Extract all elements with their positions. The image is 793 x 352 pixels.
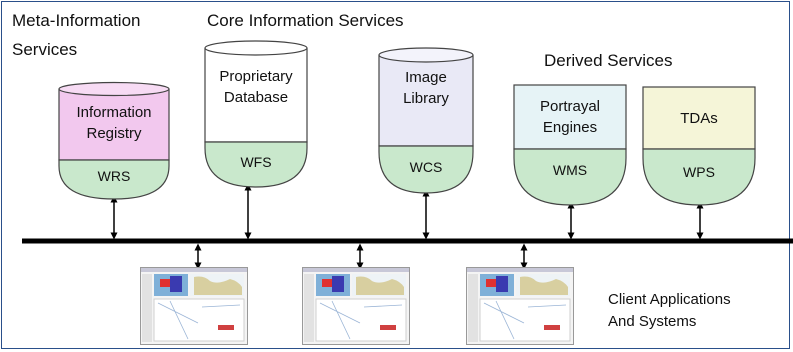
client-label-line2: And Systems — [608, 313, 697, 330]
wps-top-label: TDAs — [642, 108, 756, 129]
service-wps: TDAs WPS — [642, 86, 756, 206]
wcs-protocol-label: WCS — [409, 159, 443, 175]
client-label-line1: Client Applications — [608, 291, 731, 308]
wrs-top-label: Information Registry — [58, 102, 170, 144]
wfs-top-label: Proprietary Database — [204, 66, 308, 108]
wcs-label-line2: Library — [403, 90, 449, 107]
wrs-cylinder-cap — [58, 81, 170, 97]
service-wfs: Proprietary Database WFS — [204, 40, 308, 188]
wps-protocol-label: WPS — [683, 164, 715, 180]
wfs-cylinder-cap — [204, 40, 308, 56]
wms-top-label: Portrayal Engines — [513, 96, 627, 138]
wrs-protocol-label: WRS — [97, 168, 131, 184]
wps-bowl — [642, 148, 756, 206]
wfs-protocol-label: WFS — [240, 154, 272, 170]
meta-label-line1: Meta-Information — [12, 11, 141, 30]
wcs-cylinder-cap — [378, 47, 474, 63]
meta-label-line2: Services — [12, 40, 78, 59]
wps-top-body — [642, 86, 756, 150]
service-wrs: Information Registry WRS — [58, 81, 170, 200]
meta-information-label: Meta-Information Services — [12, 11, 141, 60]
client-app-thumbnail-1 — [140, 267, 248, 345]
client-applications-label: Client Applications And Systems — [608, 289, 731, 333]
wms-protocol-label: WMS — [552, 162, 588, 178]
client-app-thumbnail-3 — [466, 267, 574, 345]
service-wms: Portrayal Engines WMS — [513, 84, 627, 206]
client-app-thumbnail-2 — [302, 267, 410, 345]
wps-label-line1: TDAs — [680, 110, 718, 127]
service-wcs: Image Library WCS — [378, 47, 474, 194]
wcs-top-label: Image Library — [378, 67, 474, 109]
wrs-bowl — [58, 159, 170, 200]
wrs-label-line2: Registry — [86, 125, 142, 142]
wfs-label-line2: Database — [223, 89, 289, 106]
wms-label-line2: Engines — [542, 119, 598, 136]
wcs-label-line1: Image — [405, 69, 447, 86]
wms-bowl — [513, 148, 627, 206]
core-services-label: Core Information Services — [207, 11, 404, 30]
wcs-bowl — [378, 145, 474, 194]
wrs-label-line1: Information — [76, 104, 152, 121]
derived-services-label: Derived Services — [544, 51, 673, 70]
wfs-bowl — [204, 141, 308, 188]
wfs-label-line1: Proprietary — [219, 68, 293, 85]
wms-label-line1: Portrayal — [539, 98, 601, 115]
